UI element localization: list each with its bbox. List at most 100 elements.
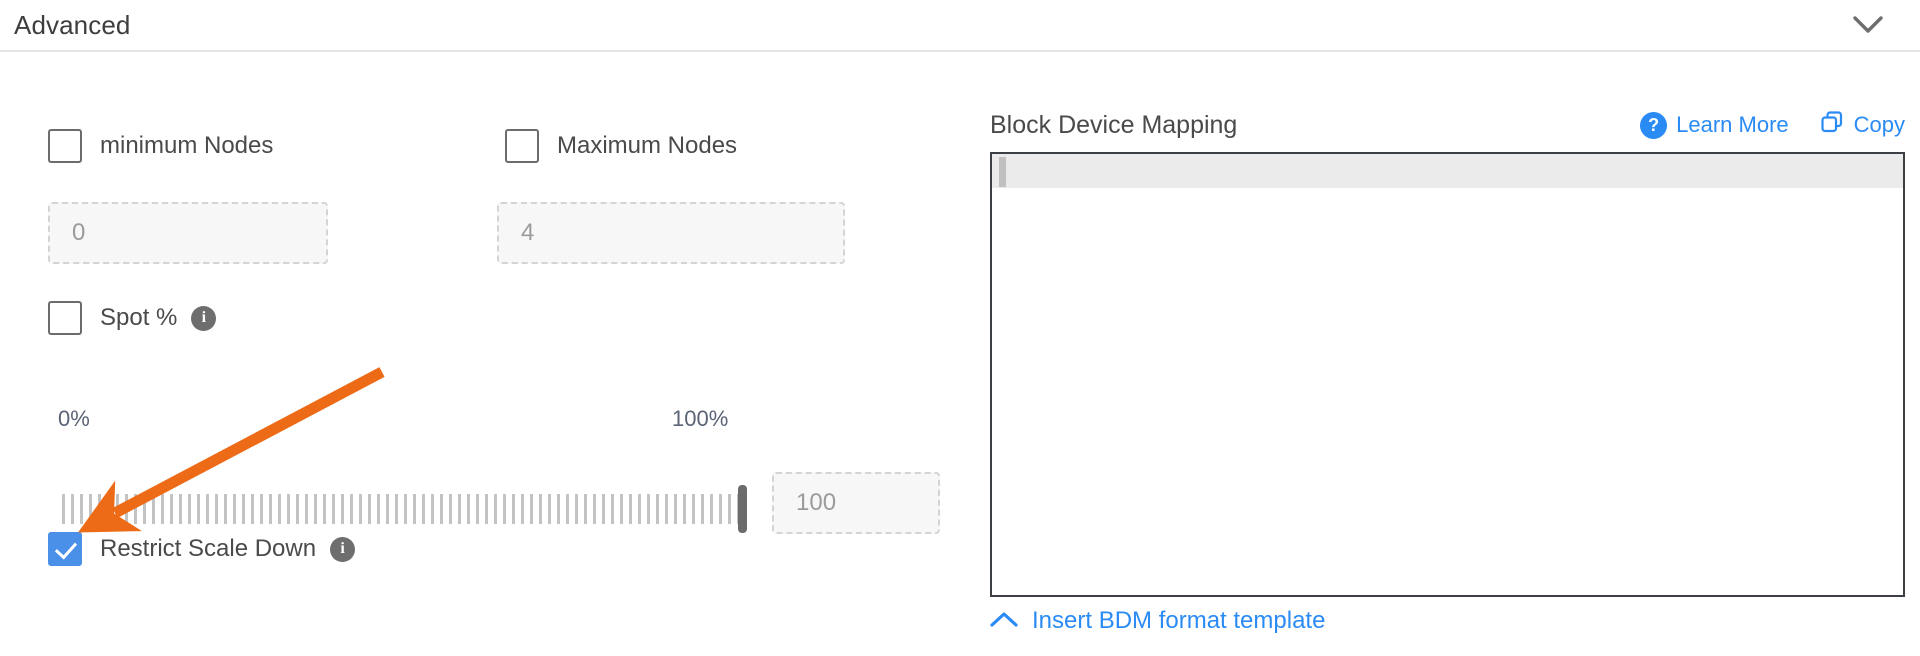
question-circle-icon: ? bbox=[1640, 111, 1668, 139]
slider-tick bbox=[296, 494, 299, 524]
slider-thumb[interactable] bbox=[738, 485, 747, 533]
insert-bdm-template-label: Insert BDM format template bbox=[1032, 607, 1326, 634]
max-nodes-label: Maximum Nodes bbox=[557, 132, 738, 159]
slider-tick bbox=[521, 494, 524, 524]
insert-bdm-template-link[interactable]: Insert BDM format template bbox=[990, 607, 1325, 635]
slider-tick bbox=[548, 494, 551, 524]
slider-tick bbox=[350, 494, 353, 524]
min-nodes-row: minimum Nodes bbox=[48, 129, 273, 163]
slider-tick bbox=[251, 494, 254, 524]
spot-percent-checkbox[interactable] bbox=[48, 301, 82, 335]
chevron-up-icon bbox=[990, 607, 1018, 635]
learn-more-label: Learn More bbox=[1676, 112, 1789, 137]
slider-tick bbox=[134, 494, 137, 524]
slider-tick bbox=[584, 494, 587, 524]
slider-tick bbox=[440, 494, 443, 524]
slider-tick bbox=[503, 494, 506, 524]
slider-tick bbox=[728, 494, 731, 524]
restrict-scale-down-label: Restrict Scale Down bbox=[100, 535, 317, 562]
slider-tick bbox=[62, 494, 65, 524]
slider-tick bbox=[269, 494, 272, 524]
slider-tick bbox=[152, 494, 155, 524]
slider-tick bbox=[404, 494, 407, 524]
slider-tick bbox=[98, 494, 101, 524]
slider-tick bbox=[566, 494, 569, 524]
page-title: Advanced bbox=[14, 9, 131, 40]
slider-tick bbox=[485, 494, 488, 524]
copy-button[interactable]: Copy bbox=[1819, 109, 1905, 141]
slider-tick bbox=[449, 494, 452, 524]
slider-tick bbox=[539, 494, 542, 524]
slider-min-label: 0% bbox=[58, 406, 90, 431]
section-header: Advanced bbox=[0, 0, 1920, 52]
slider-tick bbox=[287, 494, 290, 524]
slider-tick bbox=[125, 494, 128, 524]
max-nodes-input[interactable]: 4 bbox=[497, 202, 845, 264]
left-column: minimum Nodes 0 Maximum Nodes 4 Spot % i… bbox=[0, 54, 960, 656]
slider-tick bbox=[206, 494, 209, 524]
slider-tick bbox=[620, 494, 623, 524]
slider-tick bbox=[467, 494, 470, 524]
min-nodes-label: minimum Nodes bbox=[100, 132, 274, 159]
slider-tick bbox=[458, 494, 461, 524]
slider-tick bbox=[215, 494, 218, 524]
block-device-mapping-title: Block Device Mapping bbox=[990, 110, 1238, 139]
spot-percent-value-input[interactable]: 100 bbox=[772, 472, 940, 534]
slider-tick bbox=[530, 494, 533, 524]
slider-tick bbox=[377, 494, 380, 524]
restrict-scale-down-checkbox[interactable] bbox=[48, 532, 82, 566]
block-device-mapping-header: Block Device Mapping ? Learn More bbox=[990, 109, 1905, 141]
slider-tick bbox=[89, 494, 92, 524]
slider-tick bbox=[80, 494, 83, 524]
slider-tick bbox=[341, 494, 344, 524]
max-nodes-checkbox[interactable] bbox=[505, 129, 539, 163]
slider-tick bbox=[611, 494, 614, 524]
block-device-mapping-actions: ? Learn More Copy bbox=[1640, 109, 1905, 141]
slider-track[interactable] bbox=[62, 494, 742, 524]
slider-tick bbox=[107, 494, 110, 524]
block-device-mapping-editor[interactable] bbox=[990, 152, 1905, 597]
copy-icon bbox=[1819, 109, 1845, 141]
slider-tick bbox=[224, 494, 227, 524]
slider-tick bbox=[683, 494, 686, 524]
slider-tick bbox=[602, 494, 605, 524]
restrict-scale-down-info-icon[interactable]: i bbox=[330, 536, 356, 562]
panel-body: minimum Nodes 0 Maximum Nodes 4 Spot % i… bbox=[0, 54, 1920, 656]
slider-tick bbox=[179, 494, 182, 524]
slider-tick bbox=[197, 494, 200, 524]
slider-tick bbox=[692, 494, 695, 524]
slider-tick bbox=[494, 494, 497, 524]
slider-tick bbox=[476, 494, 479, 524]
slider-tick bbox=[314, 494, 317, 524]
spot-percent-info-icon[interactable]: i bbox=[191, 305, 217, 331]
slider-tick bbox=[323, 494, 326, 524]
editor-gutter bbox=[999, 157, 1006, 187]
chevron-down-icon[interactable] bbox=[1846, 3, 1890, 47]
slider-tick bbox=[413, 494, 416, 524]
min-nodes-input[interactable]: 0 bbox=[48, 202, 328, 264]
spot-percent-row: Spot % i bbox=[48, 301, 217, 335]
spot-percent-label: Spot % bbox=[100, 304, 178, 331]
slider-tick bbox=[575, 494, 578, 524]
slider-tick bbox=[260, 494, 263, 524]
slider-tick bbox=[395, 494, 398, 524]
slider-tick bbox=[233, 494, 236, 524]
slider-tick bbox=[278, 494, 281, 524]
copy-label: Copy bbox=[1853, 112, 1905, 137]
slider-tick bbox=[674, 494, 677, 524]
slider-tick bbox=[512, 494, 515, 524]
editor-active-line bbox=[992, 154, 1903, 188]
slider-tick bbox=[242, 494, 245, 524]
slider-tick bbox=[170, 494, 173, 524]
slider-tick bbox=[719, 494, 722, 524]
slider-tick bbox=[386, 494, 389, 524]
min-nodes-checkbox[interactable] bbox=[48, 129, 82, 163]
slider-tick bbox=[422, 494, 425, 524]
restrict-scale-down-row: Restrict Scale Down i bbox=[48, 532, 356, 566]
slider-tick bbox=[629, 494, 632, 524]
learn-more-link[interactable]: ? Learn More bbox=[1640, 111, 1789, 139]
slider-tick bbox=[665, 494, 668, 524]
slider-tick bbox=[701, 494, 704, 524]
slider-tick bbox=[368, 494, 371, 524]
